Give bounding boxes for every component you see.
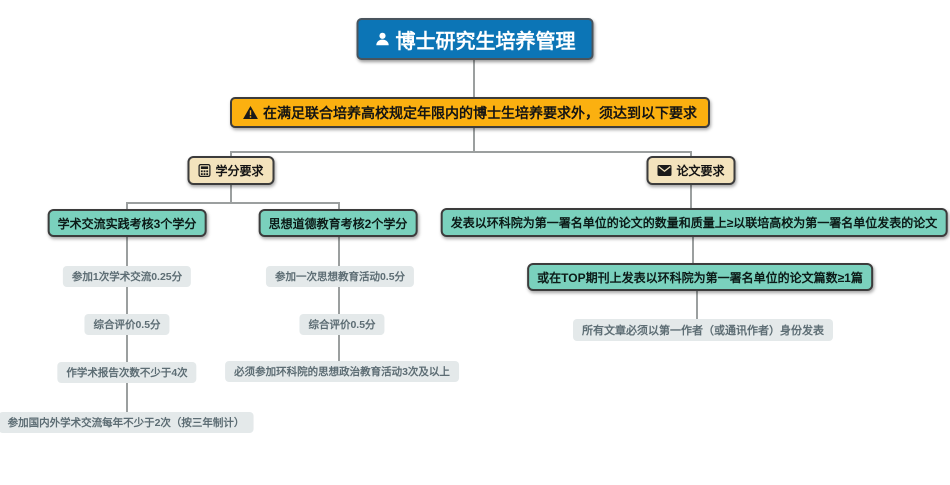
paper-branch-label: 论文要求 <box>676 164 725 178</box>
connector <box>696 290 698 320</box>
connector <box>473 128 475 153</box>
detail-item: 参加1次学术交流0.25分 <box>62 266 192 287</box>
detail-label: 参加一次思想教育活动0.5分 <box>274 271 406 283</box>
warning-icon <box>243 106 258 119</box>
connector <box>338 285 340 315</box>
detail-item: 参加国内外学术交流每年不少于2次（按三年制计） <box>0 412 254 433</box>
requirement-label: 发表以环科院为第一署名单位的论文的数量和质量上≥以联培高校为第一署名单位发表的论… <box>450 216 938 230</box>
detail-label: 参加1次学术交流0.25分 <box>71 271 183 283</box>
requirement-top-journal: 或在TOP期刊上发表以环科院为第一署名单位的论文篇数≥1篇 <box>527 263 873 291</box>
detail-first-author-note: 所有文章必须以第一作者（或通讯作者）身份发表 <box>573 319 833 341</box>
detail-item: 综合评价0.5分 <box>84 314 170 335</box>
connector <box>690 151 692 159</box>
envelope-icon <box>657 165 672 176</box>
detail-label: 综合评价0.5分 <box>93 319 161 331</box>
detail-item: 作学术报告次数不少于4次 <box>57 362 197 383</box>
connector <box>473 60 475 97</box>
branch-credit-requirements: 学分要求 <box>187 156 275 185</box>
connector <box>126 381 128 413</box>
condition-node: 在满足联合培养高校规定年限内的博士生培养要求外，须达到以下要求 <box>230 97 710 128</box>
connector <box>230 151 692 153</box>
detail-item: 参加一次思想教育活动0.5分 <box>265 266 415 287</box>
root-node-phd-training: 博士研究生培养管理 <box>356 18 594 60</box>
detail-label: 作学术报告次数不少于4次 <box>66 367 188 379</box>
connector <box>338 235 340 267</box>
requirement-paper-quantity-quality: 发表以环科院为第一署名单位的论文的数量和质量上≥以联培高校为第一署名单位发表的论… <box>440 208 948 237</box>
detail-label: 综合评价0.5分 <box>308 319 376 331</box>
requirement-moral-education: 思想道德教育考核2个学分 <box>258 209 418 237</box>
condition-label: 在满足联合培养高校规定年限内的博士生培养要求外，须达到以下要求 <box>263 104 697 121</box>
connector <box>692 236 694 264</box>
connector <box>338 202 340 211</box>
connector <box>230 184 232 204</box>
connector <box>230 151 232 159</box>
detail-label: 参加国内外学术交流每年不少于2次（按三年制计） <box>7 417 245 429</box>
branch-paper-requirements: 论文要求 <box>646 156 736 185</box>
connector <box>338 332 340 362</box>
detail-item: 必须参加环科院的思想政治教育活动3次及以上 <box>225 361 459 382</box>
connector <box>126 202 340 204</box>
detail-label: 所有文章必须以第一作者（或通讯作者）身份发表 <box>582 325 824 337</box>
connector <box>690 184 692 209</box>
detail-item: 综合评价0.5分 <box>299 314 385 335</box>
detail-label: 必须参加环科院的思想政治教育活动3次及以上 <box>234 366 450 378</box>
connector <box>126 285 128 315</box>
connector <box>126 202 128 211</box>
credit-branch-label: 学分要求 <box>215 164 264 178</box>
connector <box>126 333 128 363</box>
calculator-icon <box>198 164 211 177</box>
requirement-academic-exchange: 学术交流实践考核3个学分 <box>47 209 207 237</box>
requirement-label: 或在TOP期刊上发表以环科院为第一署名单位的论文篇数≥1篇 <box>537 270 863 285</box>
person-icon <box>375 31 391 47</box>
connector <box>126 235 128 267</box>
requirement-label: 学术交流实践考核3个学分 <box>57 216 197 231</box>
root-label: 博士研究生培养管理 <box>395 30 576 53</box>
requirement-label: 思想道德教育考核2个学分 <box>268 216 408 231</box>
